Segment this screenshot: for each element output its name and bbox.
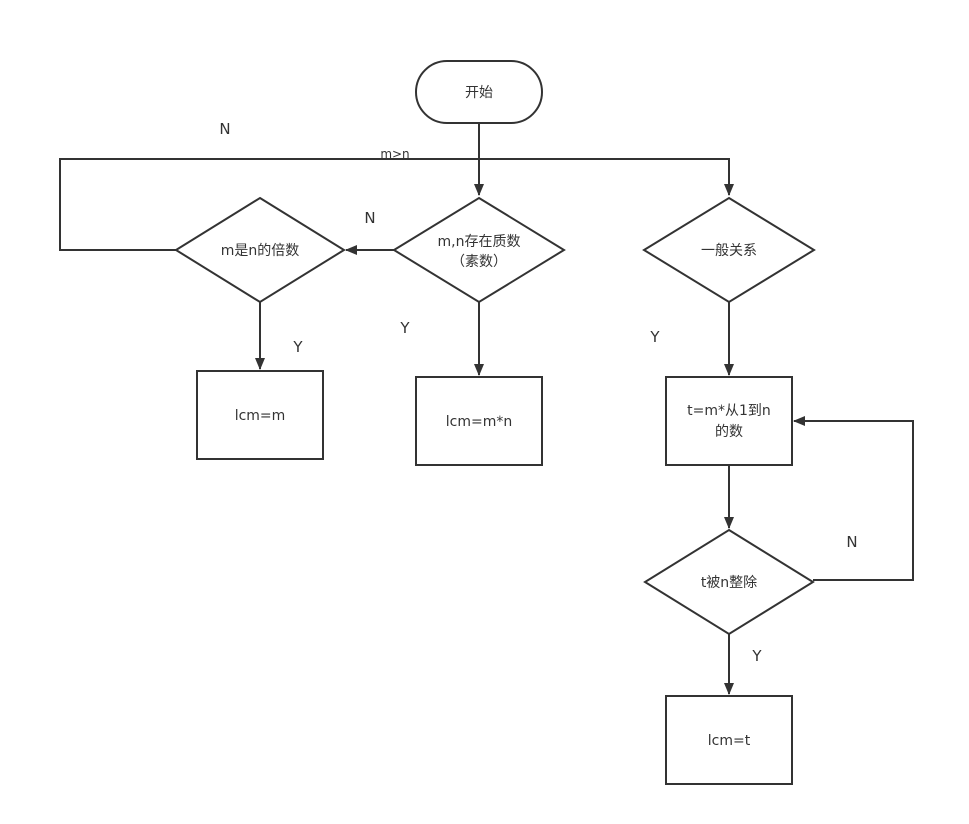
multiple-check-label: m是n的倍数 [221,243,300,259]
lcm-m-process: lcm=m [196,370,324,460]
multiple-check-decision: m是n的倍数 [174,196,346,304]
general-label: 一般关系 [701,243,757,259]
lcm-mn-process: lcm=m*n [415,376,543,466]
lcm-mn-label: lcm=m*n [446,414,512,430]
edge-label-general-y: Y [649,328,660,346]
divisible-check-label: t被n整除 [701,575,757,591]
prime-check-label-line1: m,n存在质数 [438,234,521,250]
edge-divisible-no-loop [793,416,914,581]
edge-multiple-no-loop [59,158,479,251]
edge-label-divisible-y: Y [751,647,762,665]
edge-label-prime-n: N [364,209,375,227]
edge-label-loop-n: N [846,533,857,551]
edge-label-m-gt-n: m>n [380,147,409,161]
lcm-t-label: lcm=t [708,733,751,749]
general-decision: 一般关系 [642,196,816,304]
edge-label-multiple-y: Y [292,338,303,356]
edge-label-prime-y: Y [399,319,410,337]
t-assign-label-line1: t=m*从1到n [687,403,771,419]
edge-start-to-general [479,158,734,196]
t-assign-label-line2: 的数 [715,424,743,440]
prime-check-decision: m,n存在质数 （素数） [392,196,566,304]
prime-check-label-line2: （素数） [451,254,507,270]
lcm-t-process: lcm=t [665,695,793,785]
divisible-check-decision: t被n整除 [643,528,815,636]
edge-label-top-left-n: N [219,120,230,138]
t-assign-process: t=m*从1到n 的数 [665,376,793,466]
start-label: 开始 [465,85,493,101]
lcm-m-label: lcm=m [235,408,286,424]
start-node: 开始 [415,60,543,124]
